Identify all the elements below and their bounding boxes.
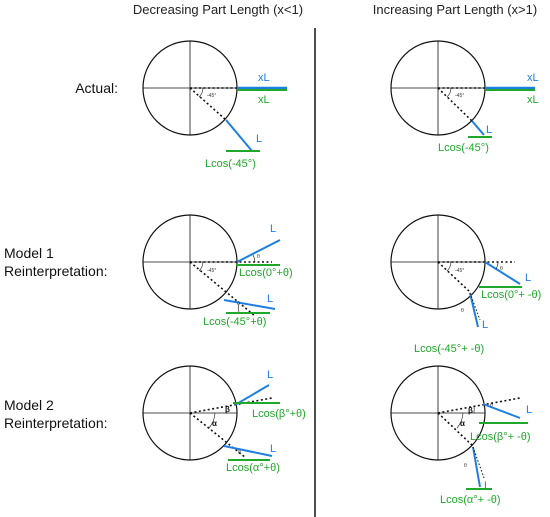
dotted-ref-upper	[437, 397, 521, 414]
label-lcos-top: Lcos(β°+θ)	[252, 408, 306, 420]
label-xL-green: xL	[258, 94, 270, 106]
label-lcos: Lcos(-45°)	[205, 158, 256, 170]
label-lcos-top: Lcos(0°+ -θ)	[481, 289, 541, 301]
blue-segment-L-bottom	[223, 445, 273, 457]
label-lcos-bottom: Lcos(α°+ -θ)	[440, 494, 501, 506]
actual-right-diagram: -45° xL xL L Lcos(-45°)	[390, 40, 539, 154]
label-xL-green: xL	[527, 94, 539, 106]
label-lcos-top: Lcos(0°+θ)	[239, 267, 293, 279]
label-L-bottom: L	[267, 293, 273, 305]
label-xL-blue: xL	[258, 72, 270, 84]
model1-right-diagram: -45° L θ Lcos(0°+ -θ) L θ Lcos(-45°+ -θ)	[390, 214, 541, 355]
row-label-model1-line2: Reinterpretation:	[4, 263, 108, 279]
blue-segment-L	[225, 119, 253, 152]
label-lcos-bottom: Lcos(-45°+θ)	[203, 316, 266, 328]
model2-right-diagram: β α L θ Lcos(β°+ -θ) L θ Lcos(α°+ -θ)	[390, 365, 532, 506]
blue-segment-L-top	[484, 261, 521, 285]
header-left: Decreasing Part Length (x<1)	[133, 2, 303, 17]
angle-ref-label: -45°	[207, 93, 216, 99]
row-label-model2-line1: Model 2	[4, 397, 54, 413]
theta-arc-top	[495, 261, 499, 270]
dotted-ref-diagonal	[189, 261, 256, 317]
label-lcos: Lcos(-45°)	[438, 142, 489, 154]
theta-label-bottom: θ	[461, 308, 464, 314]
dotted-guide-bottom	[469, 292, 481, 321]
alpha-label: α	[460, 419, 465, 428]
blue-segment-L-bottom	[223, 299, 276, 310]
label-L-bottom: L	[270, 443, 276, 455]
dotted-ref-diagonal	[437, 412, 474, 447]
blue-segment-L	[471, 120, 485, 136]
theta-arc-top	[252, 254, 256, 263]
row-label-model1-line1: Model 1	[4, 245, 54, 261]
blue-segment-L-top	[482, 403, 521, 419]
alpha-arc	[456, 412, 464, 429]
theta-label: θ	[238, 450, 241, 456]
label-L-top: L	[270, 223, 276, 235]
angle-arc	[198, 261, 204, 272]
label-lcos-bottom: Lcos(α°+θ)	[226, 462, 280, 474]
blue-segment-L-bottom	[469, 292, 479, 328]
model2-left-diagram: β α L Lcos(β°+θ) L θ Lcos(α°+θ)	[142, 365, 306, 474]
label-L-top: L	[525, 272, 531, 284]
angle-ref-label: -45°	[207, 268, 216, 274]
blue-segment-L-top	[236, 239, 281, 263]
theta-label-bottom: θ	[237, 301, 240, 307]
beta-label: β	[225, 405, 230, 414]
row-label-model2-line2: Reinterpretation:	[4, 415, 108, 431]
label-L: L	[256, 133, 262, 145]
dotted-ref-upper	[189, 397, 273, 414]
theta-arc-bottom	[238, 303, 240, 313]
label-L-bottom: L	[482, 319, 488, 331]
header-right: Increasing Part Length (x>1)	[373, 2, 537, 17]
actual-left-diagram: -45° xL xL L Lcos(-45°)	[142, 40, 287, 170]
angle-arc	[198, 87, 204, 98]
dotted-ref-diagonal	[437, 87, 473, 122]
theta-label-bottom: θ	[464, 463, 467, 469]
label-L-top: L	[267, 369, 273, 381]
beta-label: β	[468, 406, 473, 415]
row-label-actual: Actual:	[75, 80, 118, 96]
theta-label-top: θ	[490, 403, 493, 409]
theta-label-top: θ	[257, 254, 260, 260]
label-lcos-top: Lcos(β°+ -θ)	[470, 431, 531, 443]
label-L: L	[486, 124, 492, 136]
dotted-ref-diagonal	[189, 412, 247, 459]
dotted-ref-diagonal	[437, 261, 471, 293]
blue-segment-L-bottom	[472, 446, 481, 488]
alpha-arc	[208, 412, 216, 429]
model1-left-diagram: -45° L θ Lcos(0°+θ) L θ Lcos(-45°+θ)	[142, 214, 293, 328]
theta-label-top: θ	[500, 266, 503, 272]
angle-ref-label: -45°	[455, 93, 464, 99]
label-L-top: L	[526, 404, 532, 416]
angle-arc	[446, 87, 452, 98]
label-lcos-bottom: Lcos(-45°+ -θ)	[414, 343, 484, 355]
angle-ref-label: -45°	[455, 268, 464, 274]
angle-arc	[446, 261, 452, 272]
label-L-bottom: L	[484, 480, 490, 492]
blue-segment-L-top	[234, 384, 270, 406]
dotted-ref-diagonal	[189, 87, 227, 121]
alpha-label: α	[212, 419, 217, 428]
label-xL-blue: xL	[527, 72, 539, 84]
